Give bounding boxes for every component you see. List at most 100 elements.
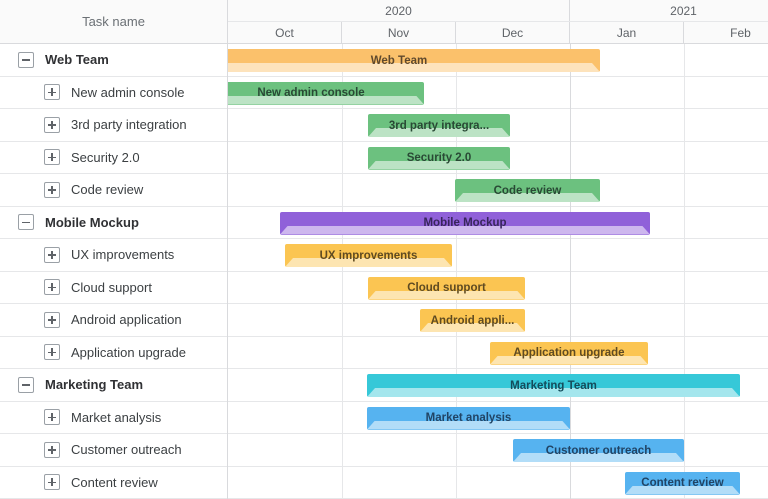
- task-row[interactable]: Cloud support: [0, 271, 227, 304]
- minus-box-icon[interactable]: [18, 214, 34, 231]
- timeline-row: [228, 369, 768, 402]
- gantt-bar-label: Cloud support: [407, 282, 486, 294]
- year-header-cell: 2021: [570, 0, 768, 21]
- gantt-bar-progress: [228, 96, 424, 105]
- task-row[interactable]: Mobile Mockup: [0, 206, 227, 239]
- task-row[interactable]: Application upgrade: [0, 336, 227, 369]
- gantt-bar-progress: [368, 128, 510, 137]
- timeline-row: [228, 304, 768, 337]
- timeline-row: [228, 109, 768, 142]
- gantt-bar-progress: [367, 388, 740, 397]
- timeline-row: [228, 272, 768, 304]
- timeline-row: [228, 174, 768, 207]
- gantt-bar[interactable]: 3rd party integra...: [368, 114, 510, 137]
- task-list-header: Task name: [0, 0, 227, 44]
- gantt-bar-progress: [280, 226, 650, 235]
- plus-box-icon[interactable]: [44, 84, 60, 101]
- plus-box-icon[interactable]: [44, 311, 60, 328]
- plus-box-icon[interactable]: [44, 344, 60, 361]
- task-row[interactable]: Web Team: [0, 44, 227, 77]
- gantt-bar[interactable]: Security 2.0: [368, 146, 510, 170]
- timeline-row: [228, 77, 768, 109]
- gantt-bar-progress: [420, 323, 525, 332]
- gantt-bar[interactable]: Market analysis: [367, 406, 570, 430]
- gantt-bar-label: Application upgrade: [513, 347, 625, 359]
- gantt-bar[interactable]: Application upgrade: [490, 341, 648, 365]
- gantt-bar[interactable]: Cloud support: [368, 276, 525, 300]
- gantt-bar[interactable]: Customer outreach: [513, 439, 684, 462]
- gantt-bar-label: Market analysis: [425, 412, 512, 424]
- month-gridline: [342, 44, 343, 499]
- plus-box-icon[interactable]: [44, 441, 60, 458]
- task-row[interactable]: Marketing Team: [0, 369, 227, 402]
- gantt-bar-progress: [490, 356, 648, 365]
- gantt-bar-label: Content review: [641, 477, 724, 489]
- gantt-bar-progress: [455, 193, 600, 202]
- gantt-bar[interactable]: Content review: [625, 471, 740, 495]
- task-row[interactable]: Security 2.0: [0, 141, 227, 174]
- task-row[interactable]: UX improvements: [0, 239, 227, 272]
- timeline-row: [228, 44, 768, 77]
- task-row-label: UX improvements: [71, 247, 175, 263]
- gantt-bar-progress: [368, 161, 510, 170]
- minus-box-icon[interactable]: [18, 376, 34, 393]
- gantt-bar-label: Mobile Mockup: [423, 217, 507, 229]
- month-header-cell: Jan: [570, 22, 684, 43]
- timeline-row: [228, 337, 768, 369]
- task-row-label: Customer outreach: [71, 442, 182, 458]
- task-row-label: Content review: [71, 474, 158, 490]
- gantt-bar-progress: [625, 486, 740, 495]
- gantt-bar-label: Customer outreach: [545, 444, 652, 457]
- task-row-label: Market analysis: [71, 409, 162, 425]
- gantt-bar[interactable]: Web Team: [228, 49, 600, 72]
- month-gridline: [570, 44, 571, 499]
- timeline-row: [228, 142, 768, 174]
- task-row-label: Security 2.0: [71, 149, 140, 165]
- task-row[interactable]: Code review: [0, 174, 227, 207]
- gantt-bar-progress: [285, 258, 452, 267]
- task-row-label: Application upgrade: [71, 344, 186, 360]
- plus-box-icon[interactable]: [44, 116, 60, 133]
- minus-box-icon[interactable]: [18, 51, 34, 68]
- gantt-bar[interactable]: Android appli...: [420, 309, 525, 332]
- gantt-bar-label: New admin console: [257, 87, 365, 99]
- task-row-label: Android application: [71, 312, 182, 328]
- task-row[interactable]: Android application: [0, 304, 227, 337]
- task-row[interactable]: Customer outreach: [0, 434, 227, 467]
- month-gridline: [684, 44, 685, 499]
- task-row-label: Mobile Mockup: [45, 214, 139, 230]
- gantt-bar[interactable]: New admin console: [228, 81, 424, 105]
- task-row[interactable]: 3rd party integration: [0, 109, 227, 142]
- gantt-bar[interactable]: Code review: [455, 179, 600, 202]
- plus-box-icon[interactable]: [44, 149, 60, 166]
- plus-box-icon[interactable]: [44, 181, 60, 198]
- timeline-row: [228, 207, 768, 239]
- gantt-bar[interactable]: UX improvements: [285, 244, 452, 267]
- plus-box-icon[interactable]: [44, 409, 60, 426]
- plus-box-icon[interactable]: [44, 279, 60, 296]
- gantt-bar-label: Code review: [493, 184, 562, 197]
- gantt-bar[interactable]: Marketing Team: [367, 374, 740, 397]
- task-row[interactable]: Market analysis: [0, 401, 227, 434]
- month-header-cell: Dec: [456, 22, 570, 43]
- gantt-bar-progress: [367, 421, 570, 430]
- gantt-bar-label: 3rd party integra...: [388, 119, 490, 132]
- task-name-column-header: Task name: [82, 14, 145, 29]
- plus-box-icon[interactable]: [44, 474, 60, 491]
- task-row-label: Code review: [71, 182, 144, 198]
- gantt-bar[interactable]: Mobile Mockup: [280, 211, 650, 235]
- task-row-label: Marketing Team: [45, 377, 144, 393]
- month-gridline: [456, 44, 457, 499]
- gantt-bar-label: Android appli...: [430, 314, 515, 327]
- task-row[interactable]: New admin console: [0, 76, 227, 109]
- task-row[interactable]: Content review: [0, 466, 227, 499]
- task-row-label: Cloud support: [71, 279, 152, 295]
- plus-box-icon[interactable]: [44, 246, 60, 263]
- month-header-cell: Feb: [684, 22, 768, 43]
